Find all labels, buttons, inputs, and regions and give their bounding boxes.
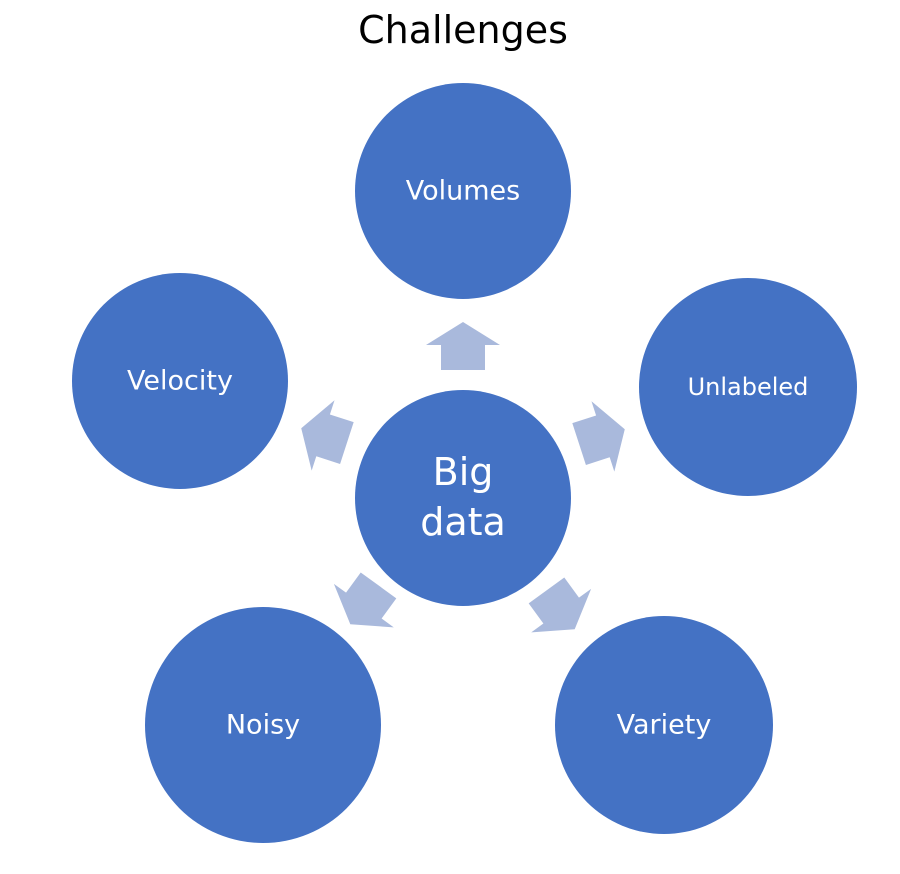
- center-label-line1: Big: [433, 450, 494, 494]
- node-volumes: Volumes: [355, 83, 571, 299]
- arrow-to-unlabeled: [572, 401, 625, 472]
- node-circle: [639, 278, 857, 496]
- diagram-title: Challenges: [358, 8, 568, 52]
- node-circle: [355, 83, 571, 299]
- node-circle: [72, 273, 288, 489]
- center-label-line2: data: [420, 500, 506, 544]
- node-label: Variety: [617, 710, 712, 741]
- arrow-to-noisy: [333, 572, 397, 628]
- node-label: Volumes: [406, 176, 521, 207]
- node-unlabeled: Unlabeled: [639, 278, 857, 496]
- arrow-to-variety: [528, 577, 592, 633]
- node-velocity: Velocity: [72, 273, 288, 489]
- node-noisy: Noisy: [145, 607, 381, 843]
- node-circle: [145, 607, 381, 843]
- arrow-to-volumes: [426, 322, 500, 370]
- arrow-to-velocity: [301, 400, 354, 471]
- node-label: Unlabeled: [688, 373, 809, 401]
- arrow-shape: [301, 400, 354, 471]
- arrow-shape: [426, 322, 500, 370]
- arrow-shape: [528, 577, 592, 633]
- node-center: Big data: [355, 390, 571, 606]
- node-circle: [555, 616, 773, 834]
- arrow-shape: [333, 572, 397, 628]
- node-label: Velocity: [127, 366, 233, 397]
- node-variety: Variety: [555, 616, 773, 834]
- node-circle: [355, 390, 571, 606]
- node-label: Noisy: [226, 710, 300, 741]
- arrow-shape: [572, 401, 625, 472]
